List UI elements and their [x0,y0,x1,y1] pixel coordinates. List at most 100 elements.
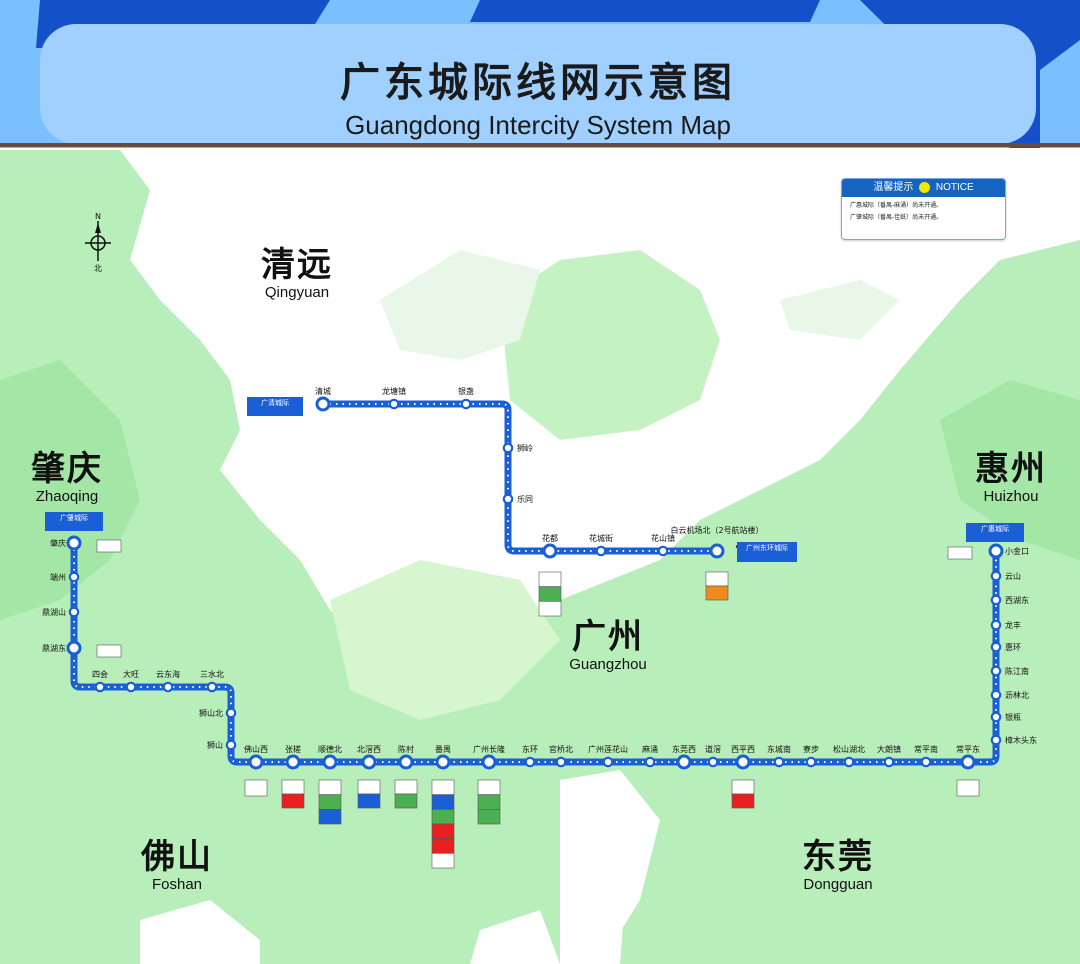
city-label-huizhou: 惠州 Huizhou [952,450,1070,505]
notice-item: 广肇城际（番禺-佳纸）尚未开通。 [850,214,943,221]
interchange-box [538,571,562,617]
station-label: 常平南 [914,744,938,754]
line-tag-dongguan-ring: 广州东环城际 [737,542,797,562]
station-label: 白云机场北（2号航站楼） [670,525,763,535]
station-label: 大朗镇 [877,744,901,754]
station-label: 陈村 [398,744,414,754]
interchange-segment [705,585,729,601]
station-huizhou-9[interactable] [988,543,1004,559]
interchange-segment [394,779,418,795]
station-zhaoqing-1[interactable] [68,571,80,583]
station-zhaoqing-5[interactable] [125,681,137,693]
interchange-segment [731,793,755,809]
station-label: 银盏 [458,386,474,396]
interchange-box [394,779,418,809]
station-label: 寮步 [803,744,819,754]
station-zhaoqing-7[interactable] [206,681,218,693]
station-zhaoqing-20[interactable] [644,756,656,768]
station-huizhou-5[interactable] [990,641,1002,653]
station-qingyuan-3[interactable] [502,442,514,454]
station-zhaoqing-19[interactable] [602,756,614,768]
station-zhaoqing-22[interactable] [707,756,719,768]
station-zhaoqing-27[interactable] [883,756,895,768]
station-zhaoqing-18[interactable] [555,756,567,768]
interchange-box [281,779,305,809]
station-huizhou-8[interactable] [990,570,1002,582]
station-zhaoqing-12[interactable] [322,754,338,770]
station-zhaoqing-23[interactable] [735,754,751,770]
line-tag-label: 广惠城际 [981,525,1009,533]
station-zhaoqing-28[interactable] [920,756,932,768]
station-zhaoqing-21[interactable] [676,754,692,770]
station-label: 狮岭 [517,443,533,453]
map-title-zh: 广东城际线网示意图 [340,60,736,106]
notice-header-en: NOTICE [935,182,974,193]
station-label: 陈江南 [1005,666,1029,676]
station-airport-2[interactable] [657,545,669,557]
station-label: 广州莲花山 [588,744,628,754]
station-zhaoqing-25[interactable] [805,756,817,768]
station-huizhou-6[interactable] [990,619,1002,631]
interchange-segment [281,779,305,795]
interchange-segment [431,794,455,810]
station-zhaoqing-14[interactable] [398,754,414,770]
station-label: 三水北 [200,669,224,679]
city-name-en: Foshan [151,876,203,893]
station-label: 西平西 [731,745,755,754]
station-huizhou-4[interactable] [990,665,1002,677]
station-qingyuan-2[interactable] [460,398,472,410]
station-zhaoqing-24[interactable] [773,756,785,768]
interchange-segment [477,794,501,810]
station-label: 花都 [542,533,558,543]
station-zhaoqing-26[interactable] [843,756,855,768]
interchange-box [244,779,268,797]
interchange-segment [244,779,268,797]
station-label: 龙塘镇 [382,386,406,396]
station-label: 张槎 [285,744,301,754]
station-qingyuan-4[interactable] [502,493,514,505]
interchange-segment [731,779,755,795]
city-name-zh: 佛山 [141,837,213,877]
station-zhaoqing-4[interactable] [94,681,106,693]
station-huizhou-3[interactable] [990,689,1002,701]
station-huizhou-7[interactable] [990,594,1002,606]
station-label: 惠环 [1005,642,1021,652]
station-qingyuan-5[interactable] [542,543,558,559]
station-qingyuan-1[interactable] [388,398,400,410]
interchange-segment [431,779,455,795]
route-line-1 [323,400,717,555]
station-zhaoqing-6[interactable] [162,681,174,693]
station-zhaoqing-15[interactable] [435,754,451,770]
route-line-2 [70,543,1000,766]
station-zhaoqing-11[interactable] [285,754,301,770]
station-huizhou-2[interactable] [990,711,1002,723]
station-huizhou-1[interactable] [990,734,1002,746]
station-qingyuan-0[interactable] [315,396,331,412]
station-zhaoqing-3[interactable] [66,640,82,656]
interchange-segment [947,546,973,560]
station-airport-3[interactable] [709,543,725,559]
station-label: 北滘西 [357,745,381,754]
station-zhaoqing-8[interactable] [225,707,237,719]
station-zhaoqing-9[interactable] [225,739,237,751]
interchange-segment [394,793,418,809]
city-label-qingyuan: 清远 Qingyuan [242,246,352,301]
station-airport-1[interactable] [595,545,607,557]
station-zhaoqing-0[interactable] [66,535,82,551]
city-name-zh: 惠州 [975,449,1047,489]
station-zhaoqing-10[interactable] [248,754,264,770]
station-zhaoqing-29[interactable] [960,754,976,770]
city-name-zh: 清远 [261,245,333,285]
station-zhaoqing-16[interactable] [481,754,497,770]
station-zhaoqing-2[interactable] [68,606,80,618]
route-track-1 [323,403,717,552]
interchange-segment [956,779,980,797]
station-label: 花山镇 [651,533,675,543]
interchange-segment [431,838,455,854]
station-zhaoqing-17[interactable] [524,756,536,768]
station-zhaoqing-13[interactable] [361,754,377,770]
station-label: 花城街 [589,533,613,543]
station-label: 鼎湖东 [42,643,66,653]
line-tag-guanghui: 广惠城际 [966,523,1024,542]
city-name-zh: 肇庆 [31,449,103,489]
